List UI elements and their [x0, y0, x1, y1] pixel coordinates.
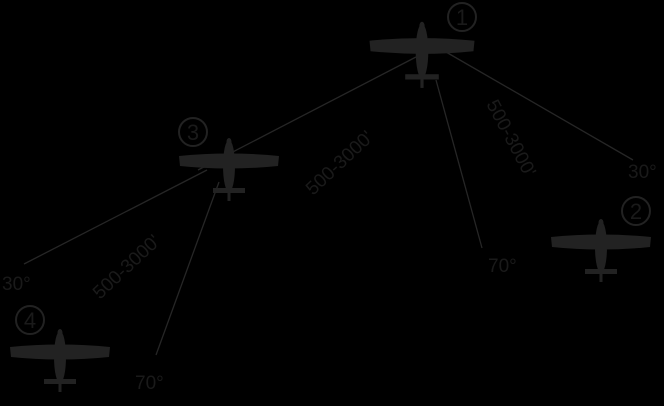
angle-label-3-70: 70°	[135, 373, 164, 394]
spacing-label-3-4: 500-3000'	[89, 231, 165, 304]
badge-2-number: 2	[630, 199, 642, 224]
aircraft-2	[551, 219, 651, 282]
badge-1-number: 1	[456, 5, 468, 30]
aircraft-1	[369, 21, 475, 88]
badge-1: 1	[447, 2, 477, 32]
aircraft-2-icon	[551, 219, 651, 282]
spacing-label-lead-2: 500-3000'	[482, 96, 540, 180]
aircraft-3-icon	[179, 138, 279, 201]
aircraft-3	[179, 138, 279, 201]
line-lead-to-2	[445, 51, 634, 161]
aircraft-1-icon	[369, 21, 475, 88]
line-lead-70-ref	[435, 79, 483, 249]
badge-3: 3	[178, 117, 208, 147]
angle-label-lead-70: 70°	[488, 256, 517, 277]
badge-4: 4	[15, 305, 45, 335]
spacing-label-lead-3: 500-3000'	[302, 127, 378, 200]
connector-lines	[23, 51, 634, 356]
angle-label-3-30: 30°	[2, 274, 31, 295]
badge-4-number: 4	[24, 308, 36, 333]
aircraft-4-icon	[10, 329, 110, 392]
aircraft-4	[10, 329, 110, 392]
angle-label-lead-30: 30°	[628, 162, 657, 183]
line-3-70-ref	[155, 181, 220, 356]
badge-2: 2	[621, 196, 651, 226]
line-3-to-4	[23, 169, 208, 265]
badge-3-number: 3	[187, 120, 199, 145]
line-lead-to-3	[197, 56, 417, 171]
